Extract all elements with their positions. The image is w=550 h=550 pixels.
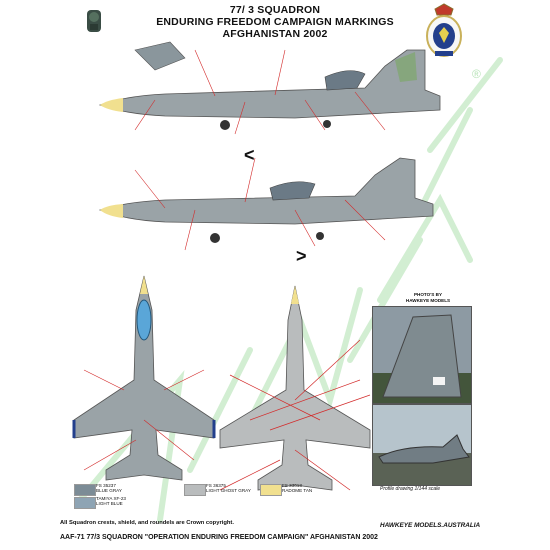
photo-credit-line2: HAWKEYE MODELS [405, 298, 451, 303]
header-title-line3: AFGHANISTAN 2002 [222, 28, 328, 40]
header-title-line2: ENDURING FREEDOM CAMPAIGN MARKINGS [156, 16, 394, 28]
swatch-blue-gray [74, 484, 96, 496]
photo-credit-line1: PHOTO'S BY [413, 292, 443, 297]
aircraft-bottom-view [219, 285, 371, 491]
swatch-light-ghost-gray [184, 484, 206, 496]
panther-crest-icon [87, 10, 101, 32]
squadron-shield-icon [426, 3, 462, 57]
swatch-4-name: RADOME TAN [282, 488, 313, 493]
brand-name: HAWKEYE MODELS.AUSTRALIA [380, 522, 481, 529]
swatch-light-blue [74, 497, 96, 509]
crown-copyright-note: All Squadron crests, shield, and roundel… [60, 520, 234, 526]
header-title-line1: 77/ 3 SQUADRON [229, 4, 321, 16]
swatch-1-code: FS 35237 [96, 483, 116, 488]
tail-photo [372, 306, 472, 404]
product-title: AAF-71 77/3 SQUADRON "OPERATION ENDURING… [60, 534, 378, 541]
scale-note: Profile drawing 1/144 scale [380, 486, 441, 492]
swatch-2-code: TAMIYA XF-23 [96, 496, 126, 501]
aircraft-top-view [72, 275, 216, 481]
swatch-4-code: FS 33613 [282, 483, 302, 488]
aircraft-side-profile-top [98, 41, 441, 135]
swatch-2-name: LIGHT BLUE [96, 501, 123, 506]
swatch-radome-tan [260, 484, 282, 496]
up-arrow-icon: < [244, 145, 255, 165]
aircraft-photo [372, 404, 472, 486]
down-arrow-icon: > [296, 246, 307, 266]
swatch-3-name: LIGHT GHOST GRAY [206, 488, 251, 493]
swatch-1-name: BLUE GRAY [96, 488, 122, 493]
svg-text:®: ® [472, 67, 481, 81]
aircraft-side-profile-bottom [98, 157, 434, 251]
swatch-3-code: FS 36375 [206, 483, 226, 488]
